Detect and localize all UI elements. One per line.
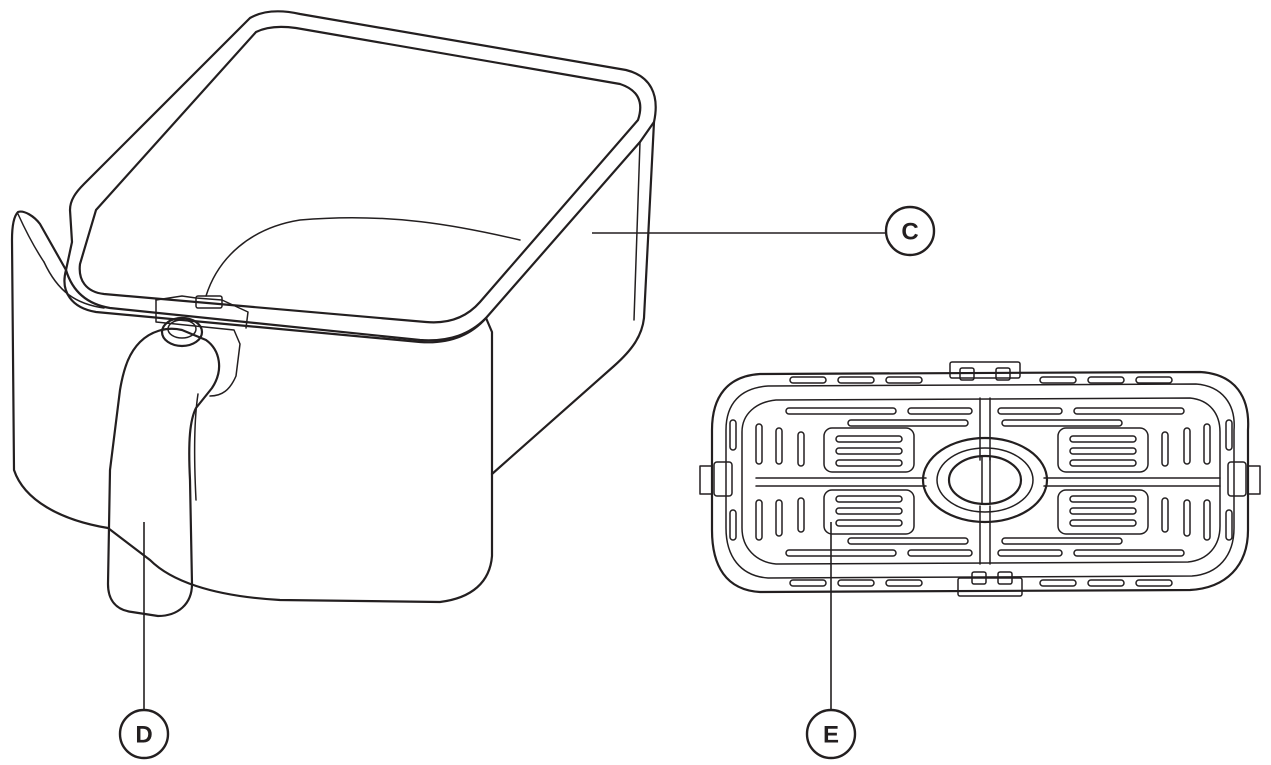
basket-side-wall bbox=[490, 120, 656, 476]
plate-center-hub-inner bbox=[947, 454, 1023, 506]
release-button bbox=[160, 316, 204, 348]
callout-d-circle bbox=[118, 708, 170, 760]
callout-c-circle bbox=[884, 205, 936, 257]
callout-d-label: D bbox=[135, 722, 152, 749]
plate-center-hub-mid bbox=[936, 447, 1034, 513]
callout-d: D bbox=[118, 522, 170, 760]
callout-c-label: C bbox=[901, 219, 918, 246]
basket-rim-inner bbox=[78, 25, 642, 324]
plate-slots-side-columns bbox=[755, 423, 1211, 541]
plate-slots-upper-right bbox=[1057, 427, 1149, 473]
basket-inner-floor bbox=[205, 216, 521, 297]
plate-center-rib-vertical bbox=[979, 397, 991, 565]
handle-grip-inner bbox=[193, 393, 199, 501]
plate-frame-inner-2 bbox=[741, 397, 1221, 565]
basket bbox=[63, 10, 657, 476]
plate-slots-bottom-row bbox=[785, 537, 1185, 557]
callout-c: C bbox=[592, 205, 936, 257]
callout-e: E bbox=[805, 522, 857, 760]
plate-outer-frame bbox=[710, 370, 1250, 594]
plate-perimeter-slots bbox=[729, 376, 1233, 587]
basket-side-edge bbox=[633, 141, 641, 321]
basket-front-top-edge bbox=[43, 261, 105, 309]
plate-slots-lower-right bbox=[1057, 489, 1149, 535]
handle-latch bbox=[155, 295, 249, 329]
handle-grip bbox=[106, 327, 221, 618]
plate-center-hub-outer bbox=[921, 436, 1049, 524]
plate-center-hub-split bbox=[981, 455, 991, 505]
callout-e-label: E bbox=[823, 722, 839, 749]
handle-latch-slot bbox=[195, 295, 223, 309]
plate-side-tabs bbox=[699, 361, 1261, 597]
basket-front-face bbox=[10, 210, 494, 604]
plate-slots-lower-left bbox=[823, 489, 915, 535]
crisper-plate bbox=[699, 361, 1261, 597]
handle bbox=[106, 295, 249, 618]
basket-front bbox=[10, 210, 494, 604]
callout-e-circle bbox=[805, 708, 857, 760]
plate-slots-top-row bbox=[785, 407, 1185, 427]
plate-center-rib-horizontal bbox=[755, 477, 1221, 487]
handle-mount bbox=[155, 299, 241, 397]
basket-rim-outer bbox=[63, 10, 657, 344]
basket-front-lip bbox=[17, 213, 45, 263]
plate-frame-inner-1 bbox=[725, 383, 1235, 579]
plate-slots-upper-left bbox=[823, 427, 915, 473]
